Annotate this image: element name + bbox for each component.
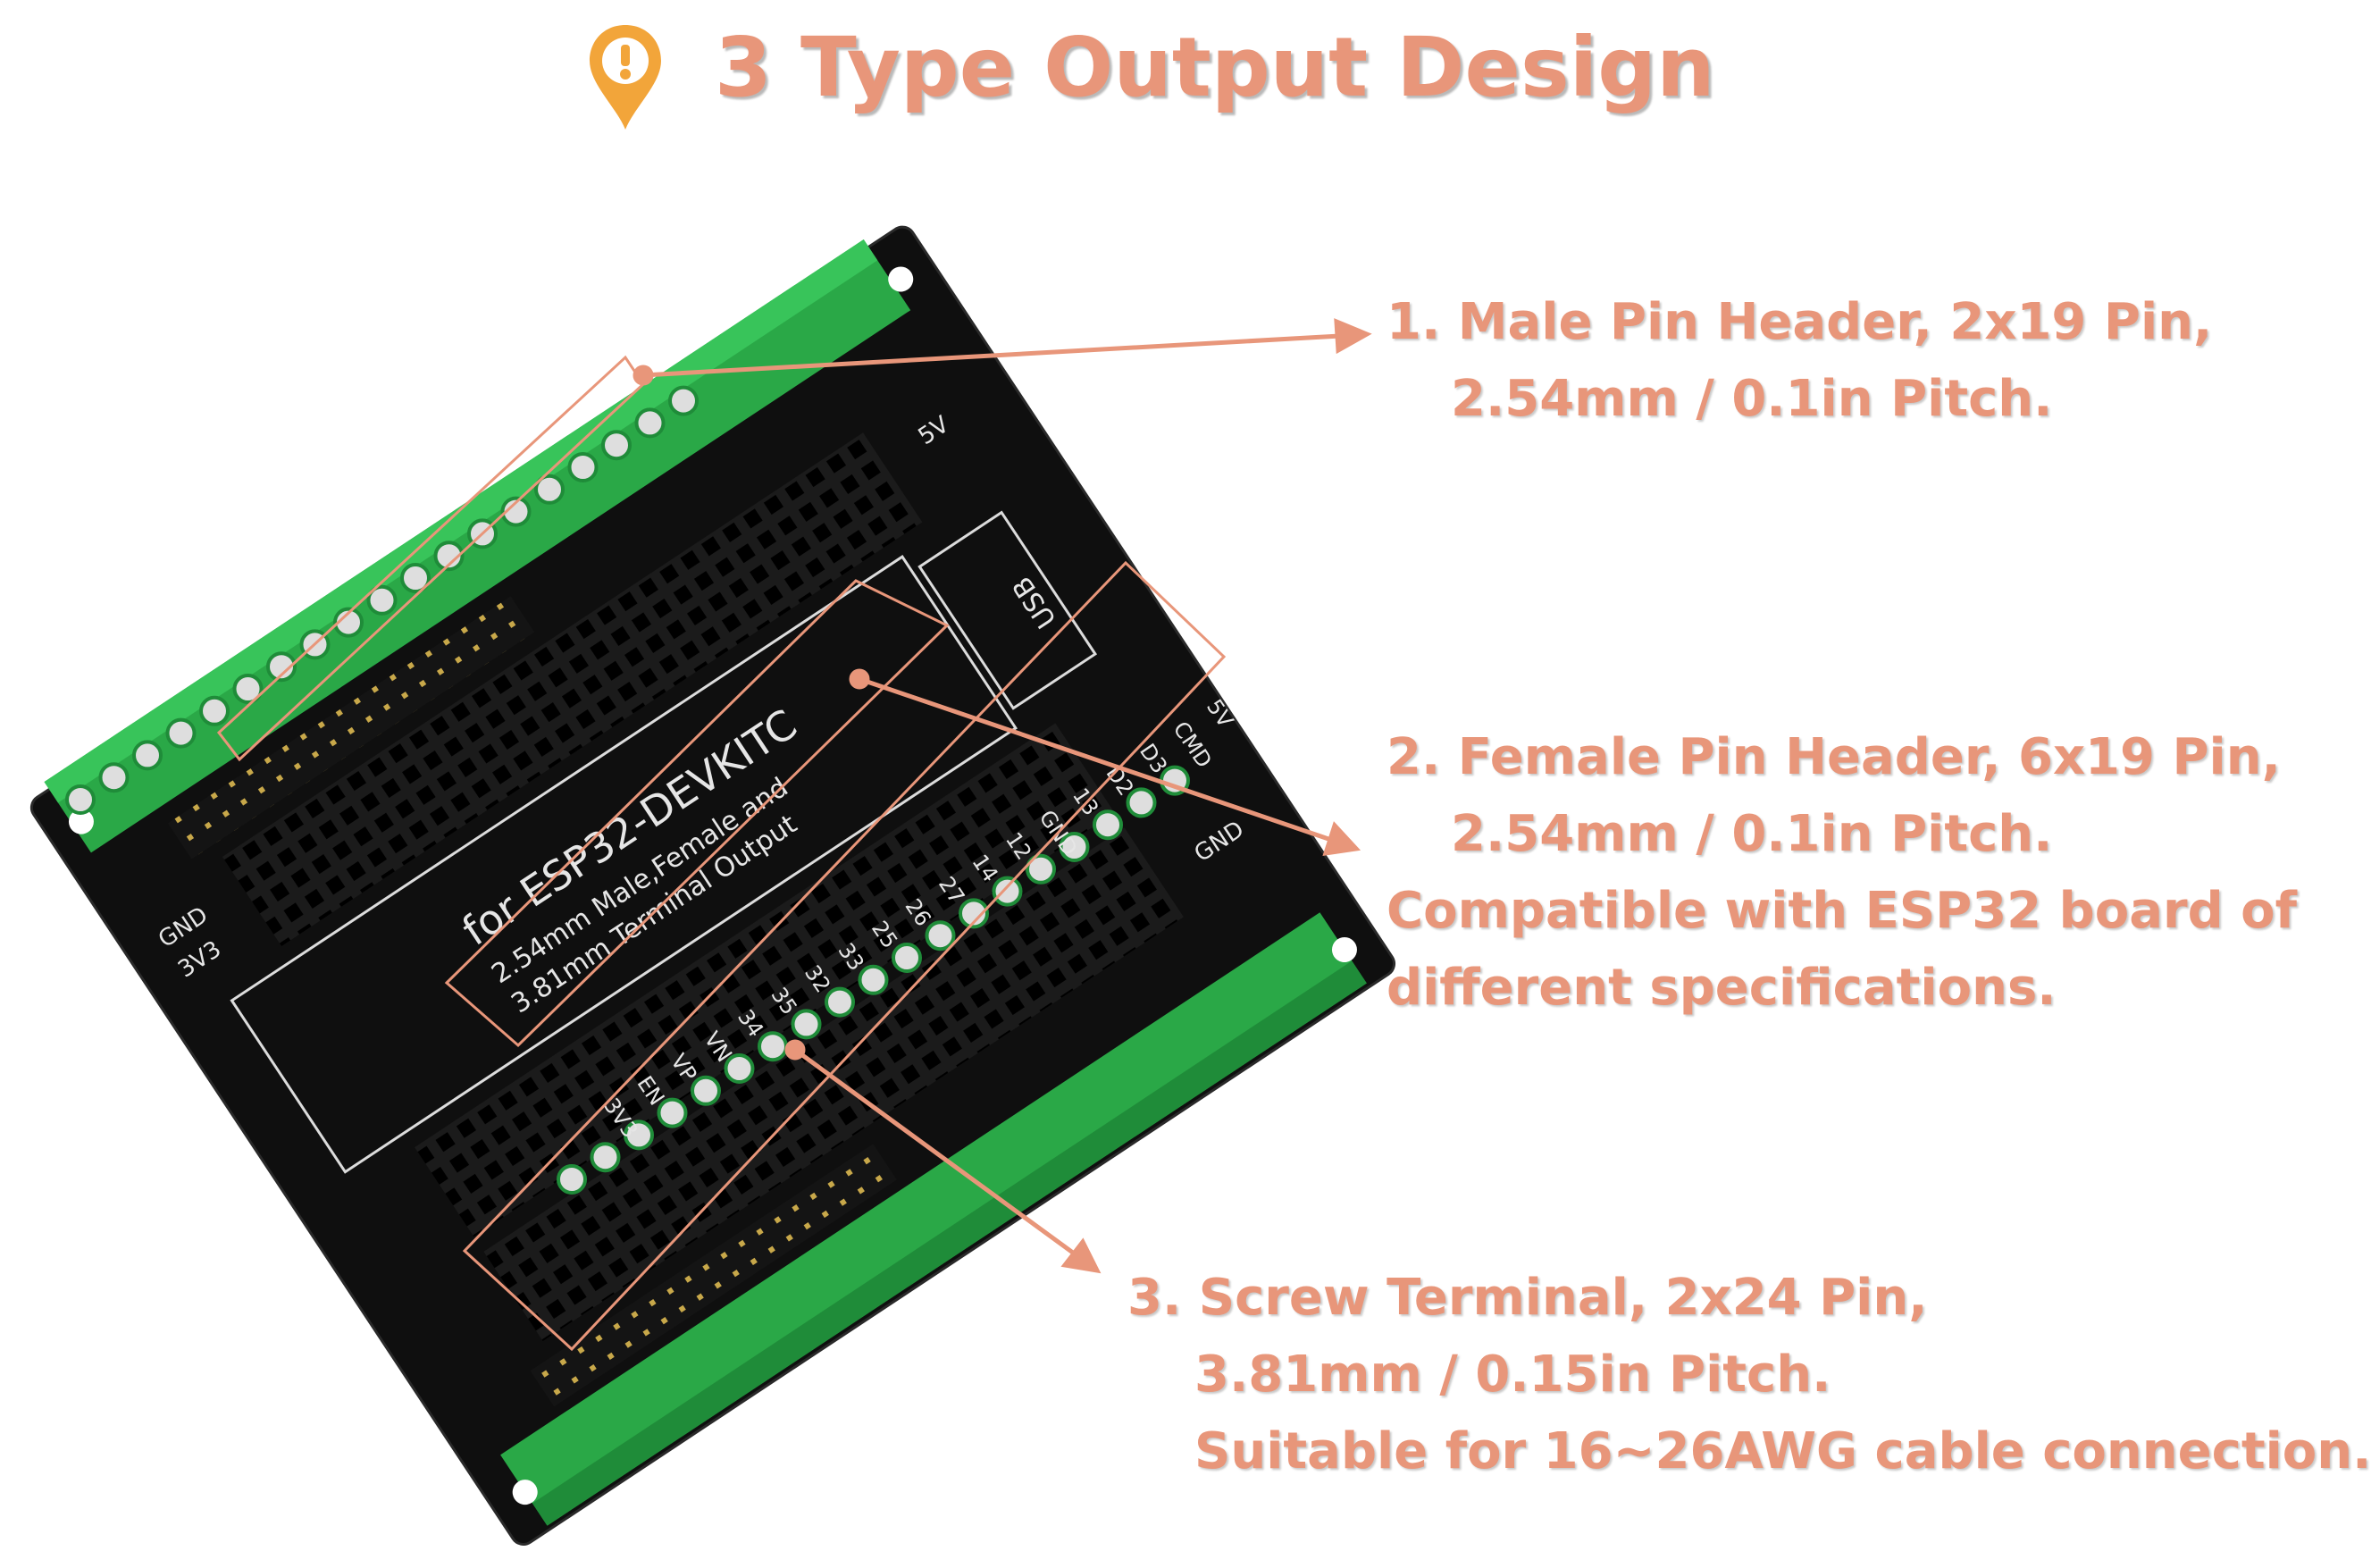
screw-head [98,762,130,793]
board-illustration: USB for ESP32-DEVKITC 2.54mm Male,Female… [29,225,1396,1546]
callout-2-line3: Compatible with ESP32 board of [1387,882,2298,940]
screw-head [567,452,599,482]
location-pin-icon [590,25,661,130]
screw-head [925,920,956,952]
callout-3-line3: Suitable for 16~26AWG cable connection. [1194,1422,2371,1480]
callout-female-header: 2. Female Pin Header, 6x19 Pin, 2.54mm /… [1387,719,2297,1027]
pcb-board: USB for ESP32-DEVKITC 2.54mm Male,Female… [29,225,1396,1546]
screw-head [1093,809,1123,841]
screw-head [333,607,364,638]
screw-head [992,876,1023,907]
screw-head [433,541,465,572]
female-header-block-3 [483,827,1184,1341]
screw-head [791,1009,822,1040]
callout-1-line2: 2.54mm / 0.1in Pitch. [1451,370,2053,428]
screw-head [266,651,297,683]
screw-head [65,784,96,815]
screw-head [557,1164,587,1195]
female-header-block-1 [222,432,923,947]
screw-head [634,407,666,439]
callout-2-line4: different specifications. [1387,959,2057,1017]
screw-head [724,1053,755,1084]
screw-head [199,695,230,726]
screw-head [668,385,699,416]
screw-head [400,563,431,593]
callout-3-line2: 3.81mm / 0.15in Pitch. [1194,1346,1831,1404]
callout-screw-terminal: 3. Screw Terminal, 2x24 Pin, 3.81mm / 0.… [1127,1260,2371,1490]
female-header-block-2 [415,723,1115,1237]
arrow-3 [793,1047,1078,1258]
screw-head [534,474,565,505]
screw-head [601,430,632,461]
male-header-left [168,596,535,859]
male-header-right [530,1144,897,1407]
callout-2-line2: 2.54mm / 0.1in Pitch. [1451,805,2053,863]
screw-head [366,584,398,616]
screw-head [1026,853,1056,885]
screw-head [691,1075,721,1106]
screw-heads [65,385,1190,1195]
screw-terminal-bottom [500,912,1367,1526]
callout-3-line1: 3. Screw Terminal, 2x24 Pin, [1127,1269,1928,1327]
screw-head [165,717,197,749]
screw-head [892,943,922,973]
screw-head [959,898,989,929]
callout-2-line1: 2. Female Pin Header, 6x19 Pin, [1387,728,2281,786]
screw-head [657,1097,688,1128]
page-title: 3 Type Output Design [715,20,1715,115]
callout-1-line1: 1. Male Pin Header, 2x19 Pin, [1387,293,2213,351]
highlight-female-header [444,579,950,1048]
screw-head [232,674,264,704]
callout-male-header: 1. Male Pin Header, 2x19 Pin, 2.54mm / 0… [1387,284,2212,438]
arrow-1 [642,333,1341,378]
screw-head [858,964,889,995]
screw-head [624,1119,654,1151]
highlight-screw-terminal [462,560,1227,1352]
screw-head [500,496,532,527]
screw-head [590,1142,621,1173]
screw-head [1126,787,1157,818]
screw-head [1059,832,1090,862]
screw-head [132,740,163,771]
arrow-2 [859,676,1332,843]
screw-head [758,1031,788,1062]
screw-head [825,986,855,1018]
